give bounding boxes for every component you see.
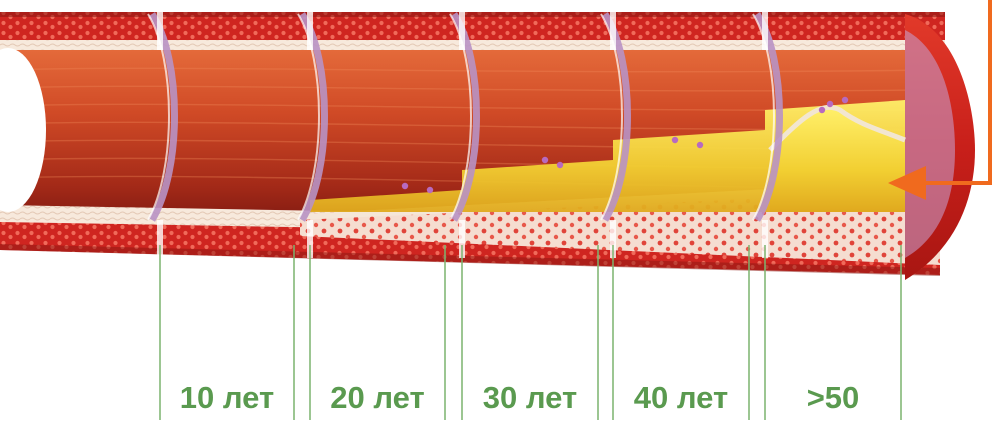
age-label-30: 30 лет xyxy=(462,378,598,418)
lipid-speck xyxy=(557,162,563,168)
lipid-speck xyxy=(697,142,703,148)
age-label-40: 40 лет xyxy=(613,378,749,418)
cut-gap-top xyxy=(610,12,616,50)
cut-gap-top xyxy=(762,12,768,50)
lipid-speck xyxy=(819,107,825,113)
age-label-10: 10 лет xyxy=(160,378,294,418)
age-label-50-plus: >50 xyxy=(765,378,901,418)
cut-gap-top xyxy=(307,12,313,50)
lipid-speck xyxy=(827,101,833,107)
lipid-speck xyxy=(672,137,678,143)
cut-gap-top xyxy=(157,12,163,50)
lipid-speck xyxy=(542,157,548,163)
cut-gap-top xyxy=(459,12,465,50)
top-wall-edge xyxy=(0,12,945,17)
top-inner-wall xyxy=(0,40,945,50)
age-label-20: 20 лет xyxy=(310,378,445,418)
lipid-speck xyxy=(402,183,408,189)
lipid-speck xyxy=(427,187,433,193)
lipid-speck xyxy=(842,97,848,103)
